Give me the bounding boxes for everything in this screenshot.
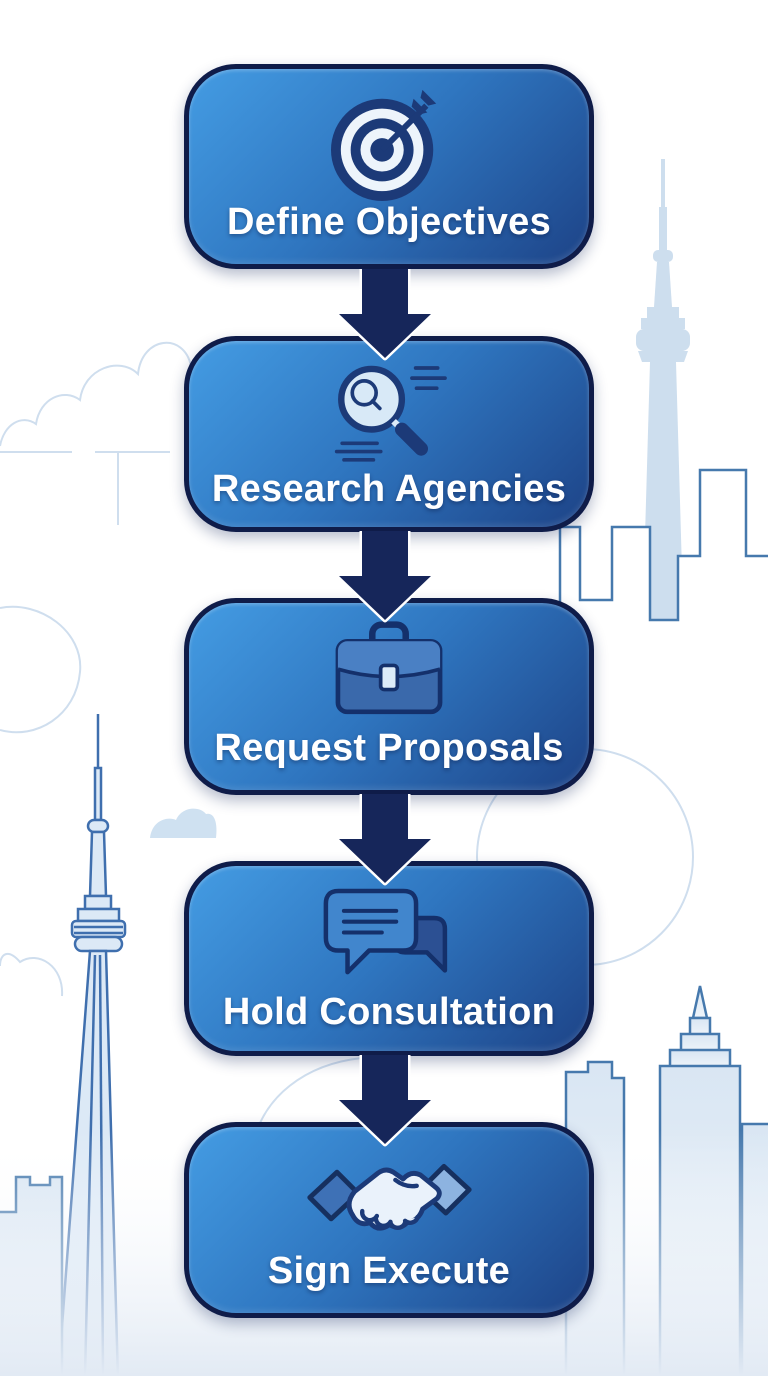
step-label: Research Agencies bbox=[211, 468, 567, 510]
chat-bubbles-icon bbox=[314, 882, 464, 992]
magnifying-glass-icon bbox=[314, 357, 464, 469]
step-box-define-objectives: Define Objectives bbox=[184, 64, 594, 269]
step-label: Sign Execute bbox=[267, 1250, 511, 1293]
step-box-request-proposals: Request Proposals bbox=[184, 598, 594, 795]
step-label: Request Proposals bbox=[214, 727, 564, 770]
step-label: Hold Consultation bbox=[222, 991, 556, 1033]
step-label: Define Objectives bbox=[227, 201, 551, 244]
briefcase-icon bbox=[319, 619, 459, 723]
down-arrow-connector bbox=[336, 531, 434, 623]
handshake-icon bbox=[302, 1143, 477, 1250]
step-box-hold-consultation: Hold Consultation bbox=[184, 861, 594, 1056]
skyline-steps-right bbox=[558, 468, 768, 716]
down-arrow-connector bbox=[336, 269, 434, 361]
target-icon bbox=[329, 85, 449, 201]
step-box-research-agencies: Research Agencies bbox=[184, 336, 594, 532]
down-arrow-connector bbox=[336, 1055, 434, 1147]
step-box-sign-execute: Sign Execute bbox=[184, 1122, 594, 1318]
down-arrow-connector bbox=[336, 794, 434, 886]
cloud-small bbox=[150, 808, 217, 838]
